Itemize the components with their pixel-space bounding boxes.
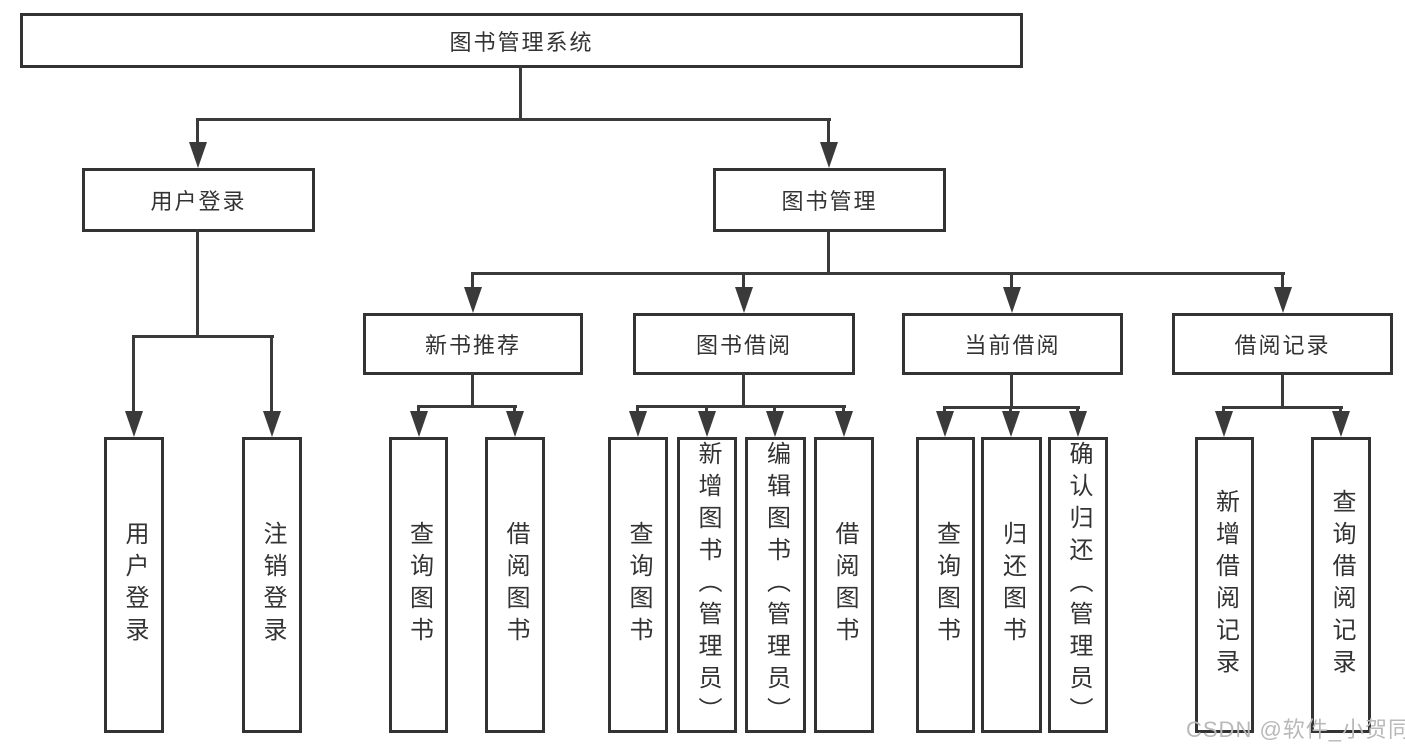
leaf-label: 用户登录 bbox=[121, 521, 148, 649]
connector-line bbox=[471, 373, 474, 408]
leaf-label: 查询图书 bbox=[405, 521, 433, 649]
leaf-query-books-borrowing: 查询图书 bbox=[608, 437, 668, 733]
connector-line bbox=[513, 405, 516, 415]
connector-line bbox=[1009, 406, 1012, 415]
leaf-query-borrow-record: 查询借阅记录 bbox=[1311, 437, 1371, 733]
leaf-borrow-books: 借阅图书 bbox=[814, 437, 874, 733]
leaf-label: 新增图书（管理员） bbox=[694, 441, 721, 729]
connector-line bbox=[1010, 272, 1013, 290]
connector-line bbox=[773, 405, 776, 415]
connector-line bbox=[417, 405, 517, 408]
connector-line bbox=[196, 118, 831, 121]
node-book-borrowing: 图书借阅 bbox=[633, 313, 855, 375]
arrowhead-down bbox=[125, 411, 143, 437]
node-label: 借阅记录 bbox=[1234, 333, 1331, 358]
arrowhead-down bbox=[1002, 411, 1020, 437]
leaf-label: 借阅图书 bbox=[831, 521, 858, 649]
arrowhead-down bbox=[1215, 411, 1233, 437]
connector-line bbox=[1222, 406, 1343, 409]
node-label: 图书借阅 bbox=[695, 333, 792, 358]
arrowhead-down bbox=[506, 411, 524, 437]
csdn-watermark: CSDN @软件_小贺同学 bbox=[1186, 717, 1405, 742]
arrowhead-down bbox=[936, 411, 954, 437]
leaf-confirm-return-admin: 确认归还（管理员） bbox=[1048, 437, 1108, 733]
leaf-borrow-books-recommend: 借阅图书 bbox=[485, 437, 545, 733]
leaf-user-login: 用户登录 bbox=[104, 437, 164, 733]
node-current-borrowing: 当前借阅 bbox=[902, 313, 1123, 375]
arrowhead-down bbox=[189, 142, 207, 168]
connector-line bbox=[842, 405, 845, 415]
connector-line bbox=[827, 230, 830, 274]
node-label: 新书推荐 bbox=[424, 333, 521, 358]
leaf-logout: 注销登录 bbox=[242, 437, 302, 733]
connector-line bbox=[132, 335, 274, 338]
connector-line bbox=[471, 272, 474, 290]
connector-line bbox=[417, 405, 420, 415]
node-user-login: 用户登录 bbox=[82, 168, 315, 232]
connector-line bbox=[196, 230, 199, 335]
leaf-label: 查询图书 bbox=[625, 521, 652, 649]
connector-line bbox=[742, 272, 745, 290]
leaf-label: 注销登录 bbox=[259, 521, 286, 649]
connector-line bbox=[1010, 373, 1013, 408]
connector-line bbox=[827, 118, 830, 146]
node-borrowing-records: 借阅记录 bbox=[1172, 313, 1393, 375]
arrowhead-down bbox=[735, 287, 753, 313]
connector-line bbox=[471, 272, 1285, 275]
connector-line bbox=[636, 405, 639, 415]
node-book-management: 图书管理 bbox=[713, 168, 946, 232]
leaf-label: 查询借阅记录 bbox=[1328, 489, 1355, 681]
arrowhead-down bbox=[464, 287, 482, 313]
arrowhead-down bbox=[1069, 411, 1087, 437]
arrowhead-down bbox=[698, 411, 716, 437]
connector-line bbox=[742, 373, 745, 408]
connector-line bbox=[943, 406, 946, 415]
connector-line bbox=[196, 118, 199, 146]
node-library-management-system: 图书管理系统 bbox=[20, 13, 1023, 68]
arrowhead-down bbox=[1003, 287, 1021, 313]
arrowhead-down bbox=[835, 411, 853, 437]
leaf-label: 查询图书 bbox=[932, 521, 960, 649]
arrowhead-down bbox=[410, 411, 428, 437]
connector-line bbox=[705, 405, 708, 415]
leaf-label: 确认归还（管理员） bbox=[1065, 441, 1092, 729]
leaf-add-borrow-record: 新增借阅记录 bbox=[1195, 437, 1254, 733]
arrowhead-down bbox=[629, 411, 647, 437]
leaf-edit-book-admin: 编辑图书（管理员） bbox=[745, 437, 806, 733]
node-label: 图书管理系统 bbox=[449, 29, 594, 55]
connector-line bbox=[1076, 406, 1079, 415]
leaf-label: 归还图书 bbox=[998, 521, 1026, 649]
arrowhead-down bbox=[766, 411, 784, 437]
node-label: 用户登录 bbox=[150, 189, 247, 214]
node-label: 图书管理 bbox=[781, 189, 878, 214]
connector-line bbox=[519, 66, 522, 120]
node-new-book-recommendation: 新书推荐 bbox=[363, 313, 583, 375]
connector-line bbox=[270, 335, 273, 413]
connector-line bbox=[132, 335, 135, 413]
connector-line bbox=[1281, 373, 1284, 408]
leaf-label: 借阅图书 bbox=[502, 521, 529, 649]
leaf-query-books-recommend: 查询图书 bbox=[389, 437, 448, 733]
leaf-label: 编辑图书（管理员） bbox=[762, 441, 790, 729]
arrowhead-down bbox=[820, 142, 838, 168]
leaf-return-books: 归还图书 bbox=[981, 437, 1042, 733]
connector-line bbox=[1222, 406, 1225, 415]
arrowhead-down bbox=[263, 411, 281, 437]
connector-line bbox=[1281, 272, 1284, 290]
leaf-query-books-current: 查询图书 bbox=[916, 437, 975, 733]
arrowhead-down bbox=[1332, 411, 1350, 437]
connector-line bbox=[1339, 406, 1342, 415]
node-label: 当前借阅 bbox=[964, 333, 1061, 358]
leaf-add-book-admin: 新增图书（管理员） bbox=[677, 437, 737, 733]
leaf-label: 新增借阅记录 bbox=[1211, 489, 1239, 681]
connector-line bbox=[636, 405, 846, 408]
arrowhead-down bbox=[1274, 287, 1292, 313]
